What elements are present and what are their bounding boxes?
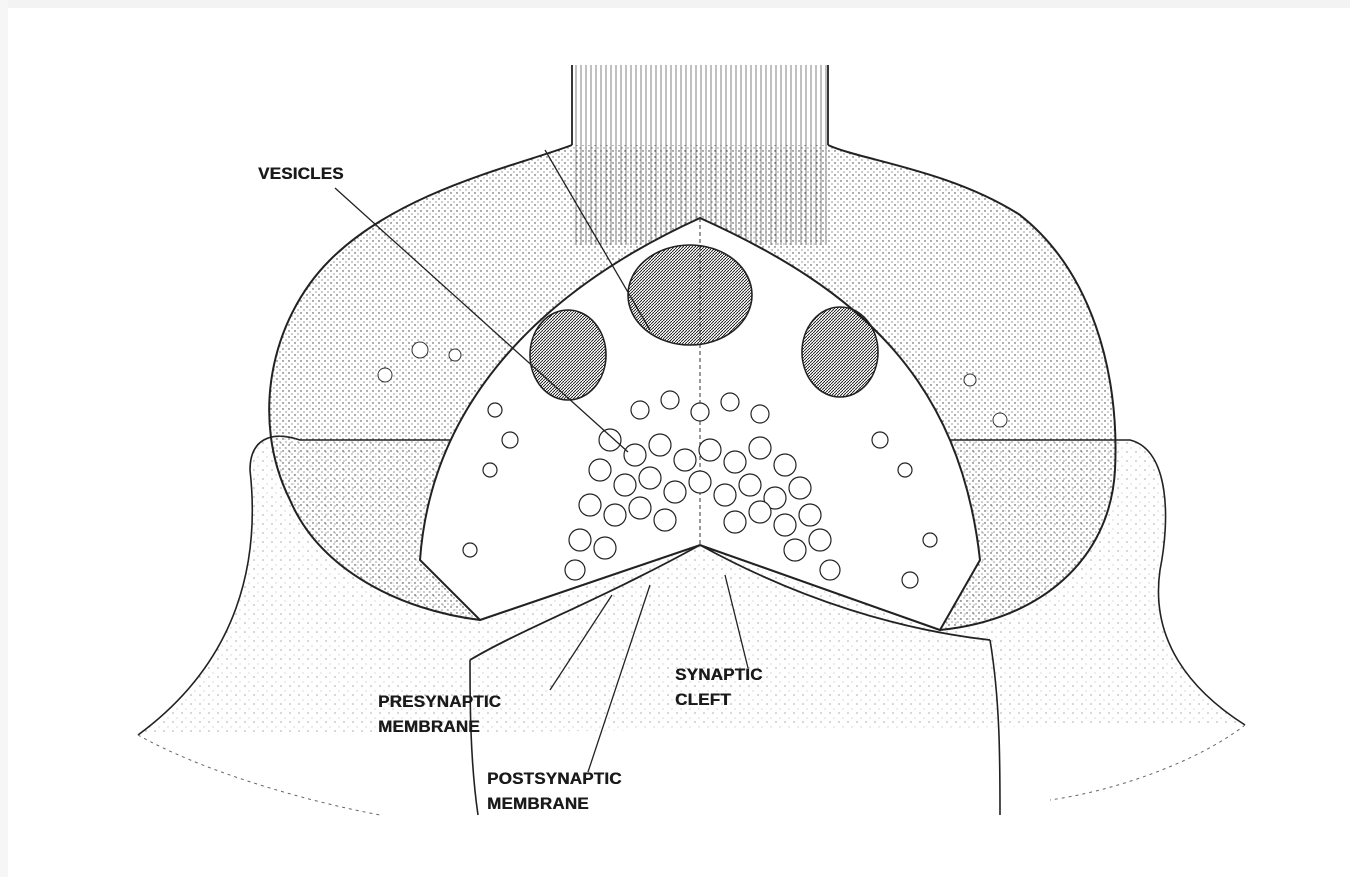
postsynaptic-label-line1: POSTSYNAPTIC [487,768,622,790]
postsynaptic-label-line2: MEMBRANE [487,793,589,815]
synaptic-cleft-label-line2: CLEFT [675,689,731,711]
vesicles-label: VESICLES [258,163,344,185]
synaptic-cleft-label-line1: SYNAPTIC [675,664,763,686]
presynaptic-label-line1: PRESYNAPTIC [378,691,501,713]
presynaptic-label-line2: MEMBRANE [378,716,480,738]
